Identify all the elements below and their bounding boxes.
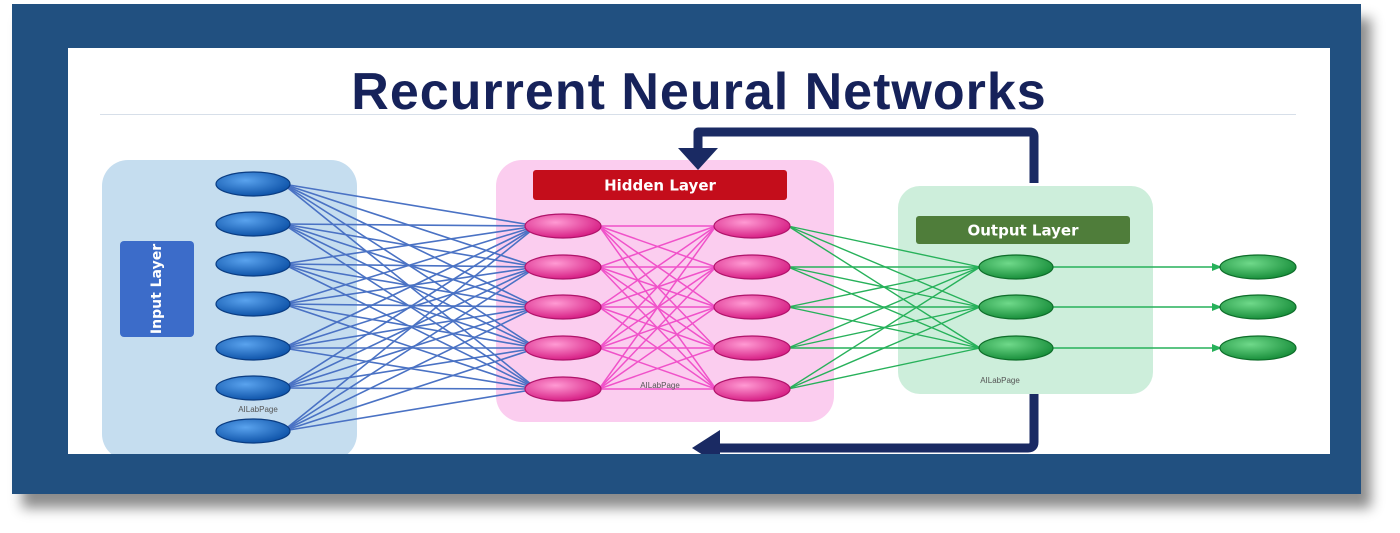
- final-output-node-2: [1219, 335, 1297, 361]
- hidden-node-a-4: [524, 376, 602, 402]
- edge-input-5-hidden-4: [282, 387, 538, 390]
- edge-input-5-hidden-3: [282, 347, 538, 389]
- feedback-arrow-top-head: [678, 148, 718, 170]
- edge-input-1-hidden-0: [282, 223, 538, 227]
- edge-input-3-hidden-1: [282, 266, 538, 305]
- hidden-watermark: AILabPage: [640, 381, 680, 390]
- input-node-3: [215, 291, 291, 317]
- hidden-layer-nodes: [524, 213, 791, 402]
- edge-input-6-hidden-2: [282, 306, 538, 432]
- output-node-1: [978, 294, 1054, 320]
- title-rule: [100, 114, 1296, 115]
- edge-hidden-4-hidden-0: [598, 225, 717, 390]
- final-output-node-1: [1219, 294, 1297, 320]
- output-layer-label-box: [916, 216, 1130, 244]
- edge-input-2-hidden-0: [282, 225, 538, 265]
- hidden-to-output-edges: [787, 225, 981, 390]
- feedback-arrow-top: [693, 127, 1039, 183]
- final-output-node-0: [1219, 254, 1297, 280]
- edge-hidden-4-output-1: [787, 306, 981, 390]
- edge-input-6-hidden-3: [282, 347, 538, 432]
- input-node-1: [215, 211, 291, 237]
- edge-hidden-4-hidden-1: [598, 266, 717, 390]
- edge-input-3-hidden-0: [282, 225, 538, 305]
- edge-hidden-4-output-0: [787, 266, 981, 390]
- edge-output-1-arrowhead: [1212, 303, 1222, 311]
- edge-input-6-hidden-0: [282, 225, 538, 432]
- hidden-node-a-0: [524, 213, 602, 239]
- edge-input-6-hidden-4: [282, 388, 538, 432]
- input-layer-nodes: [215, 171, 291, 444]
- feedback-arrow-bottom-head: [692, 430, 720, 454]
- output-layer-label: Output Layer: [968, 222, 1080, 240]
- edge-input-5-hidden-2: [282, 306, 538, 389]
- edge-hidden-4-hidden-3: [598, 347, 717, 390]
- hidden-node-a-3: [524, 335, 602, 361]
- diagram-canvas: Recurrent Neural Networks: [68, 48, 1330, 454]
- edge-hidden-3-hidden-0: [598, 225, 717, 349]
- edge-input-3-hidden-3: [282, 303, 538, 349]
- edge-input-3-hidden-2: [282, 303, 538, 308]
- edge-input-5-hidden-0: [282, 225, 538, 389]
- hidden-layer-label: Hidden Layer: [604, 177, 716, 195]
- hidden-layer-label-box: [533, 170, 787, 200]
- edge-hidden-4-output-2: [787, 347, 981, 390]
- hidden-node-b-0: [713, 213, 791, 239]
- hidden-node-b-2: [713, 294, 791, 320]
- feedback-arrow-bottom: [718, 394, 1039, 453]
- hidden-node-b-3: [713, 335, 791, 361]
- hidden-node-b-4: [713, 376, 791, 402]
- input-layer-label: Input Layer: [149, 244, 165, 334]
- edge-hidden-1-hidden-0: [598, 225, 717, 268]
- edge-hidden-4-hidden-2: [598, 306, 717, 390]
- input-node-2: [215, 251, 291, 277]
- input-node-4: [215, 335, 291, 361]
- diagram-title: Recurrent Neural Networks: [351, 63, 1047, 121]
- edge-hidden-2-output-0: [787, 266, 981, 308]
- output-watermark: AILabPage: [980, 376, 1020, 385]
- edge-input-0-hidden-0: [282, 183, 538, 227]
- rnn-diagram: Input Layer Hidden Layer Output Layer AI…: [102, 127, 1297, 454]
- edge-input-6-hidden-1: [282, 266, 538, 432]
- hidden-to-hidden-edges: [598, 225, 717, 390]
- hidden-node-a-1: [524, 254, 602, 280]
- input-watermark: AILabPage: [238, 405, 278, 414]
- output-to-final-edges: [1052, 263, 1222, 352]
- hidden-node-b-1: [713, 254, 791, 280]
- final-output-nodes: [1219, 254, 1297, 361]
- input-node-5: [215, 375, 291, 401]
- edge-output-2-arrowhead: [1212, 344, 1222, 352]
- input-to-hidden-edges: [282, 183, 538, 432]
- hidden-node-a-2: [524, 294, 602, 320]
- output-layer-nodes: [978, 254, 1054, 361]
- diagram-frame: Recurrent Neural Networks: [12, 4, 1361, 494]
- input-node-0: [215, 171, 291, 197]
- edge-input-4-hidden-0: [282, 225, 538, 349]
- edge-input-3-hidden-4: [282, 303, 538, 390]
- input-layer-label-box: [120, 241, 194, 337]
- input-node-6: [215, 418, 291, 444]
- edge-hidden-0-output-0: [787, 225, 981, 268]
- output-node-2: [978, 335, 1054, 361]
- output-node-0: [978, 254, 1054, 280]
- edge-hidden-3-output-0: [787, 266, 981, 349]
- edge-hidden-2-hidden-0: [598, 225, 717, 308]
- edge-output-0-arrowhead: [1212, 263, 1222, 271]
